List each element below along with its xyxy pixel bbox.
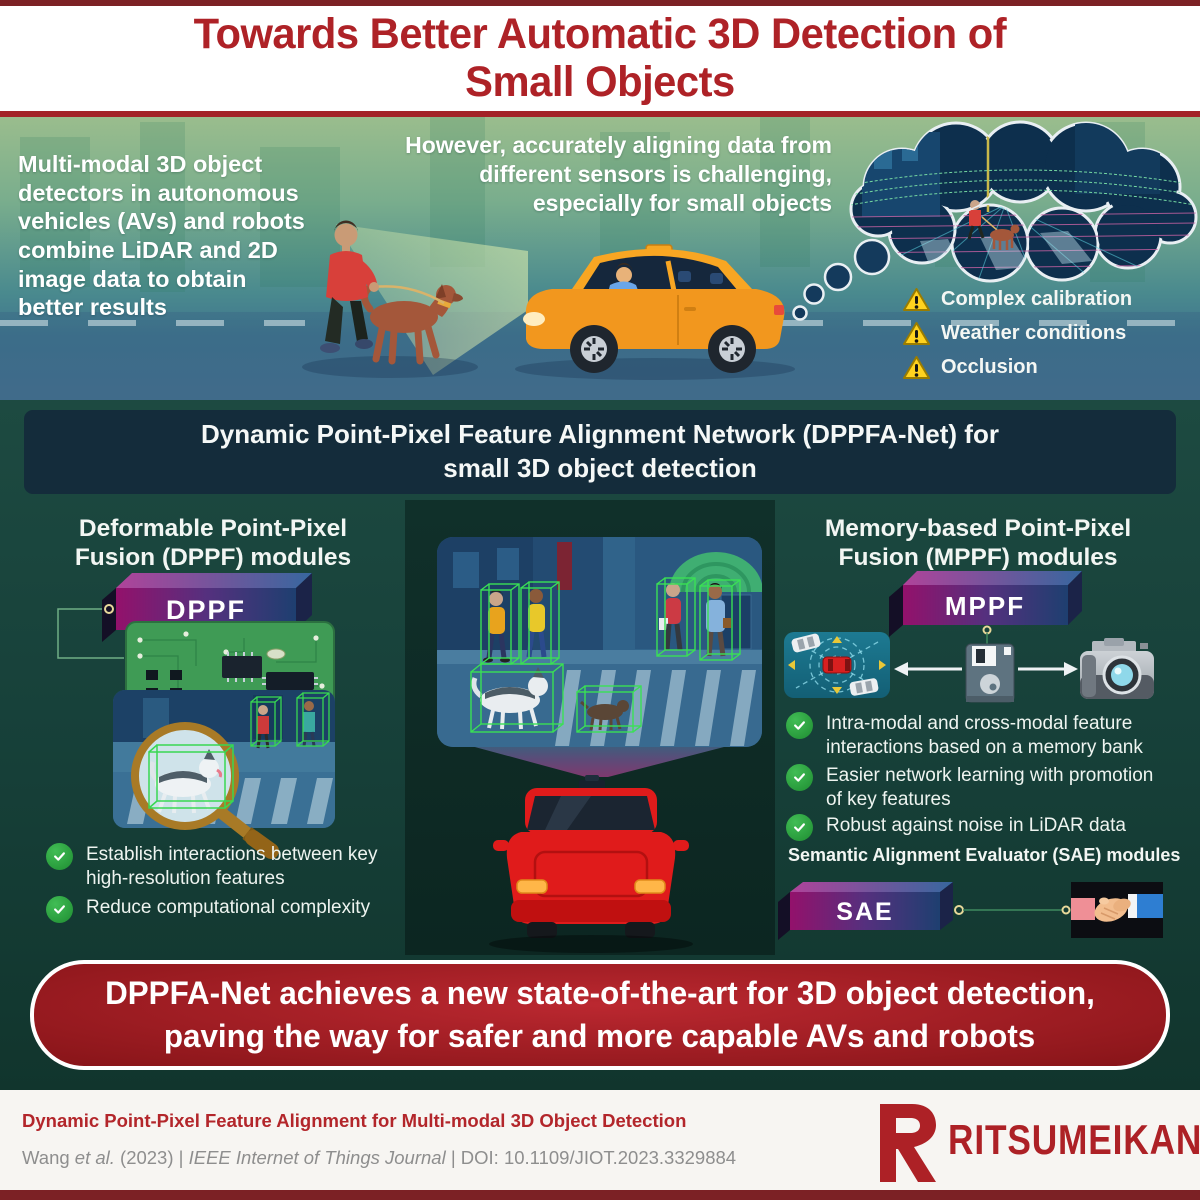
solution-banner-line1: Dynamic Point-Pixel Feature Alignment Ne… <box>201 419 999 450</box>
header: Towards Better Automatic 3D Detection of… <box>0 6 1200 111</box>
citation-authors: Wang <box>22 1147 75 1168</box>
challenge-list: Complex calibration Weather conditions O… <box>903 286 1132 388</box>
mppf-benefit-row: Intra-modal and cross-modal feature inte… <box>786 712 1168 760</box>
top-maroon-bar <box>0 0 1200 6</box>
sae-module-bar: SAE <box>778 882 953 940</box>
challenge-item: Weather conditions <box>903 320 1132 346</box>
taxi-car <box>523 244 785 373</box>
headlight <box>523 312 545 326</box>
benefit-text: Robust against noise in LiDAR data <box>826 815 1126 836</box>
benefit-text: Easier network learning with promotion o… <box>826 765 1154 810</box>
car-shadow <box>515 358 795 380</box>
memory-bank-floppy-icon <box>965 643 1015 703</box>
mppf-benefit-row: Robust against noise in LiDAR data <box>786 814 1168 841</box>
challenge-note: However, accurately aligning data from d… <box>405 132 832 216</box>
citation-etal: et al. <box>74 1147 115 1168</box>
challenge-label: Occlusion <box>941 355 1038 378</box>
sae-heading: Semantic Alignment Evaluator (SAE) modul… <box>788 845 1181 865</box>
footer <box>0 1090 1200 1190</box>
magnified-dog <box>148 744 234 814</box>
detected-pedestrians <box>483 583 731 663</box>
dppf-benefit-row: Reduce computational complexity <box>46 896 406 923</box>
dppf-heading: Deformable Point-Pixel Fusion (DPPF) mod… <box>20 514 406 573</box>
warning-triangle-icon <box>903 355 930 379</box>
benefit-text: Establish interactions between key high-… <box>86 844 378 889</box>
warning-triangle-icon <box>903 287 930 311</box>
magnifier-handle <box>217 808 257 842</box>
benefit-text: Intra-modal and cross-modal feature inte… <box>826 713 1143 758</box>
solution-banner: Dynamic Point-Pixel Feature Alignment Ne… <box>24 410 1176 494</box>
sae-illustration: SAE <box>778 882 1163 940</box>
pedestrian-man <box>320 220 379 353</box>
citation-journal: IEEE Internet of Things Journal <box>188 1147 446 1168</box>
handshake-icon <box>1071 882 1163 938</box>
detection-demo-illustration <box>437 537 762 953</box>
page-title-line1: Towards Better Automatic 3D Detection of <box>193 10 1007 59</box>
dppf-benefit-row: Establish interactions between key high-… <box>46 843 390 891</box>
bottom-maroon-bar <box>0 1190 1200 1200</box>
pedestrian-shadow <box>302 356 478 378</box>
citation-doi: | DOI: 10.1109/JIOT.2023.3329884 <box>445 1147 737 1168</box>
challenge-label: Weather conditions <box>941 321 1127 344</box>
challenge-item: Occlusion <box>903 354 1132 380</box>
projection-beam <box>449 740 751 777</box>
header-divider <box>0 111 1200 117</box>
thought-bubble-trail <box>792 238 891 321</box>
citation-middle: (2023) | <box>114 1147 189 1168</box>
benefit-text: Reduce computational complexity <box>86 897 371 918</box>
ritsumeikan-logo-mark <box>880 1104 936 1182</box>
intro-description: Multi-modal 3D object detectors in auton… <box>18 151 305 321</box>
conclusion-line1: DPPFA-Net achieves a new state-of-the-ar… <box>105 974 1095 1011</box>
bubble-pedestrian <box>967 200 1020 250</box>
check-icon <box>46 896 73 923</box>
dppf-heading-line1: Deformable Point-Pixel <box>78 515 348 542</box>
lidar-icon <box>784 632 890 698</box>
mppf-tag: MPPF <box>945 591 1025 621</box>
sensor-beam <box>336 224 528 375</box>
dppf-heading-line2: Fusion (DPPF) modules <box>74 544 352 572</box>
dppf-tag: DPPF <box>166 595 246 625</box>
mppf-heading: Memory-based Point-Pixel Fusion (MPPF) m… <box>776 514 1180 573</box>
mppf-heading-line2: Fusion (MPPF) modules <box>838 544 1118 572</box>
conclusion-banner: DPPFA-Net achieves a new state-of-the-ar… <box>30 960 1170 1070</box>
camera-street-view <box>437 537 762 747</box>
page-title-line2: Small Objects <box>465 57 735 106</box>
conclusion-line2: paving the way for safer and more capabl… <box>164 1018 1036 1054</box>
leash <box>373 285 445 305</box>
roof-sensor <box>579 780 605 789</box>
magnifier-illustration <box>113 690 335 859</box>
warning-triangle-icon <box>903 321 930 345</box>
citation: Wang et al. (2023) | IEEE Internet of Th… <box>22 1147 782 1169</box>
mppf-illustration: MPPF <box>784 571 1154 703</box>
tail-light <box>634 879 666 894</box>
check-icon <box>786 814 813 841</box>
sae-tag: SAE <box>836 898 893 926</box>
challenge-item: Complex calibration <box>903 286 1132 312</box>
mppf-benefit-row: Easier network learning with promotion o… <box>786 764 1168 812</box>
camera-icon <box>1080 638 1154 699</box>
check-icon <box>786 712 813 739</box>
fusion-arrows <box>894 662 1078 676</box>
paper-title: Dynamic Point-Pixel Feature Alignment fo… <box>22 1110 687 1131</box>
ritsumeikan-logo-text: RITSUMEIKAN <box>948 1116 1200 1163</box>
wheels <box>570 325 756 373</box>
mppf-module-bar: MPPF <box>889 571 1082 637</box>
thought-bubble <box>849 120 1198 283</box>
autonomous-car-rear <box>489 775 693 953</box>
challenge-label: Complex calibration <box>941 287 1133 310</box>
mppf-heading-line1: Memory-based Point-Pixel <box>824 515 1132 542</box>
check-icon <box>786 764 813 791</box>
check-icon <box>46 843 73 870</box>
bounding-boxes <box>470 577 741 733</box>
street-scene-illustration <box>0 117 1200 400</box>
detected-dogs <box>471 667 629 731</box>
tail-light <box>516 879 548 894</box>
connector-line <box>57 608 124 659</box>
solution-banner-line2: small 3D object detection <box>443 453 757 483</box>
crosswalk <box>555 670 756 746</box>
dppf-illustration: DPPF <box>57 573 335 859</box>
